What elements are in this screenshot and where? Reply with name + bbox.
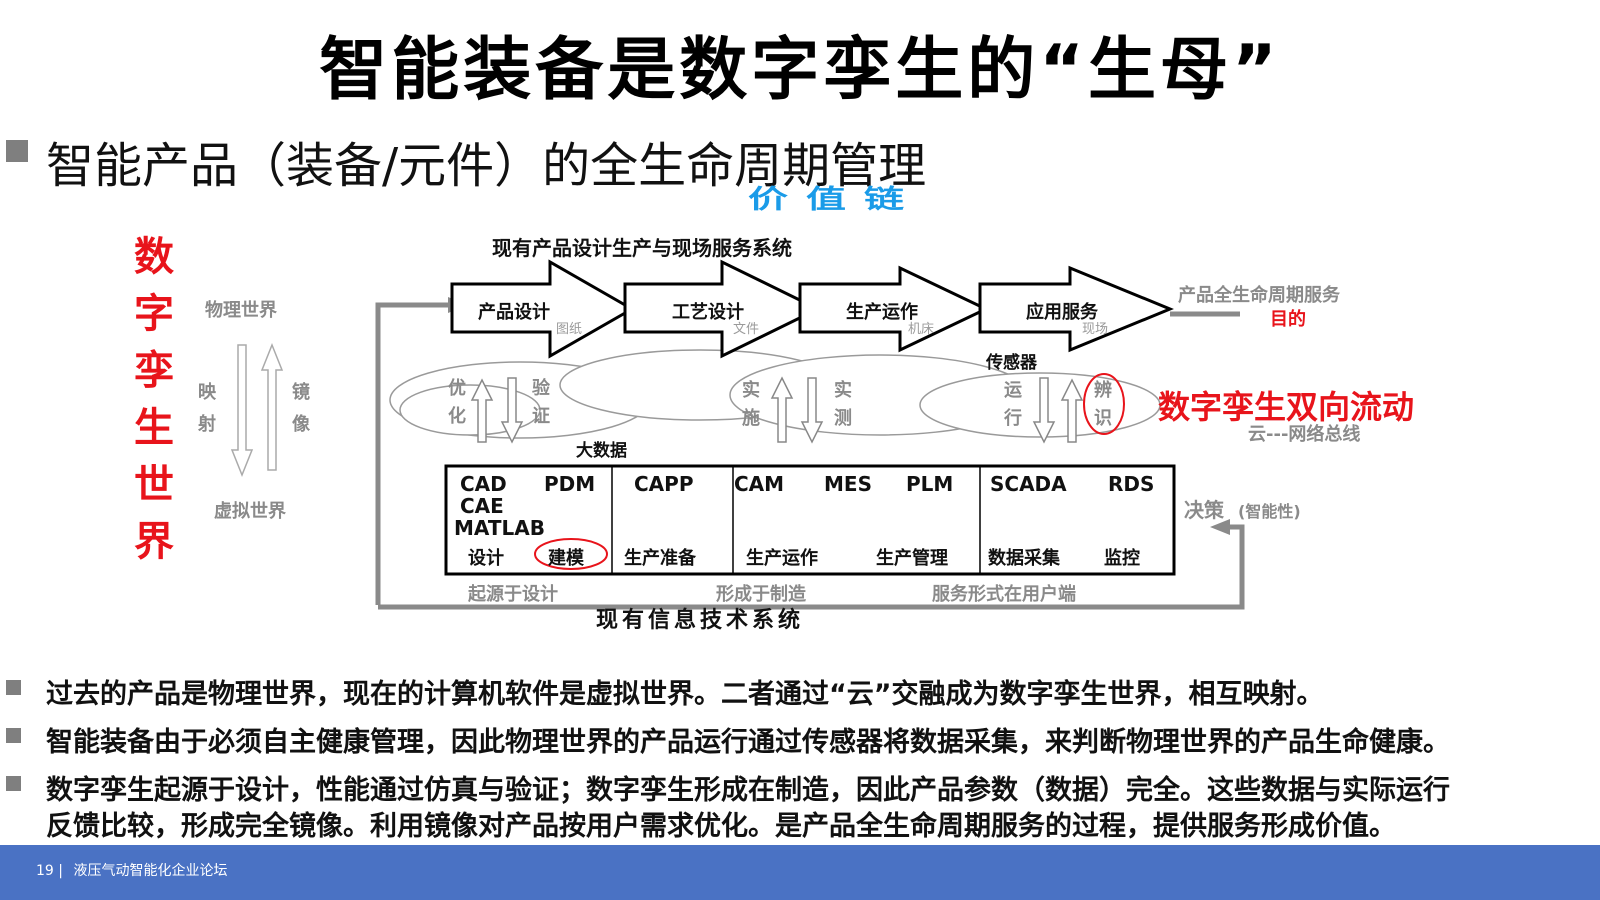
- table-cell: SCADA: [990, 472, 1067, 496]
- bullet-square-icon: [6, 728, 21, 743]
- operate-char: 运: [1004, 380, 1022, 401]
- slide-title: 智能装备是数字孪生的“生母”: [319, 31, 1281, 110]
- purpose-label: 目的: [1270, 309, 1306, 330]
- footer: 19 | 液压气动智能化企业论坛: [36, 860, 227, 880]
- stage-sub: 文件: [733, 322, 760, 337]
- modeling-highlight-circle: [534, 538, 608, 570]
- page-number: 19: [36, 863, 54, 879]
- stage-label: 产品设计: [478, 302, 550, 323]
- table-cell: CAD: [460, 472, 507, 496]
- verify-char: 证: [532, 406, 550, 427]
- decision-note: (智能性): [1238, 502, 1301, 521]
- optimize-char: 优: [448, 378, 466, 399]
- table-cell: MATLAB: [454, 516, 545, 540]
- map-char: 映: [198, 382, 216, 403]
- lifecycle-service-label: 产品全生命周期服务: [1178, 285, 1340, 306]
- identify-char: 识: [1094, 408, 1112, 429]
- table-cell: CAE: [460, 494, 504, 518]
- optimize-char: 化: [448, 406, 466, 427]
- identify-highlight-circle: [1083, 373, 1125, 435]
- table-cell: 生产运作: [746, 548, 818, 569]
- twin-world-char: 世: [134, 462, 174, 508]
- table-cell: PDM: [544, 472, 596, 496]
- footer-separator: |: [58, 863, 63, 879]
- service-user-label: 服务形式在用户端: [932, 584, 1076, 605]
- bullet-text-continued: 反馈比较，形成完全镜像。利用镜像对产品按用户需求优化。是产品全生命周期服务的过程…: [46, 811, 1396, 842]
- it-table-frame: [444, 464, 1176, 576]
- cloud-shape: [389, 349, 1161, 439]
- map-char: 射: [198, 414, 216, 435]
- table-cell: 建模: [548, 548, 584, 569]
- table-cell: 设计: [468, 548, 504, 569]
- table-cell: PLM: [906, 472, 954, 496]
- origin-design-label: 起源于设计: [468, 584, 558, 605]
- measure-char: 实: [834, 380, 852, 401]
- twin-world-char: 孪: [134, 348, 174, 394]
- identify-char: 辨: [1094, 380, 1112, 401]
- mirror-char: 镜: [292, 382, 310, 403]
- footer-text: 液压气动智能化企业论坛: [73, 863, 228, 879]
- twin-world-char: 字: [134, 291, 174, 337]
- cloud-bus-label: 云---网络总线: [1248, 424, 1361, 445]
- stage-sub: 图纸: [556, 322, 583, 337]
- stage-sub: 机床: [908, 322, 935, 337]
- twin-world-char: 生: [134, 405, 174, 451]
- bullet-square-icon: [6, 140, 28, 162]
- bottom-system-heading: 现有信息技术系统: [596, 608, 805, 633]
- physical-world-label: 物理世界: [205, 300, 277, 321]
- feedback-loop-bottom: [378, 524, 1245, 610]
- subtitle: 智能产品（装备/元件）的全生命周期管理: [46, 138, 927, 194]
- mirror-char: 像: [292, 414, 310, 435]
- stage-label: 工艺设计: [672, 302, 744, 323]
- big-data-label: 大数据: [576, 441, 627, 461]
- table-cell: MES: [824, 472, 872, 496]
- bullet-text: 过去的产品是物理世界，现在的计算机软件是虚拟世界。二者通过“云”交融成为数字孪生…: [46, 679, 1324, 710]
- implement-char: 实: [742, 380, 760, 401]
- stage-arrows: [450, 259, 1174, 359]
- bullet-text: 智能装备由于必须自主健康管理，因此物理世界的产品运行通过传感器将数据采集，来判断…: [46, 727, 1450, 758]
- stage-label: 应用服务: [1026, 302, 1098, 323]
- footer-bar: [0, 845, 1600, 900]
- bullet-square-icon: [6, 776, 21, 791]
- operate-char: 行: [1004, 408, 1022, 429]
- table-cell: RDS: [1108, 472, 1155, 496]
- table-cell: 数据采集: [988, 548, 1060, 569]
- virtual-world-label: 虚拟世界: [214, 501, 286, 522]
- twin-world-char: 界: [134, 519, 174, 565]
- top-system-heading: 现有产品设计生产与现场服务系统: [492, 236, 792, 260]
- stage-sub: 现场: [1082, 322, 1109, 337]
- bullet-square-icon: [6, 680, 21, 695]
- implement-char: 施: [742, 408, 760, 429]
- feedback-loop-left: [375, 302, 448, 605]
- measure-char: 测: [834, 408, 852, 429]
- value-chain-heading: 价值链: [748, 184, 922, 215]
- stage-label: 生产运作: [846, 302, 918, 323]
- bidirectional-flow-label: 数字孪生双向流动: [1158, 388, 1415, 426]
- table-cell: 生产准备: [624, 548, 696, 569]
- formed-manufacturing-label: 形成于制造: [716, 584, 806, 605]
- sensor-label: 传感器: [986, 353, 1037, 373]
- table-cell: CAM: [734, 472, 785, 496]
- bullet-text: 数字孪生起源于设计，性能通过仿真与验证；数字孪生形成在制造，因此产品参数（数据）…: [46, 775, 1450, 806]
- twin-world-char: 数: [134, 234, 174, 280]
- table-cell: CAPP: [634, 472, 694, 496]
- table-cell: 生产管理: [876, 548, 948, 569]
- table-cell: 监控: [1104, 548, 1140, 569]
- verify-char: 验: [532, 378, 550, 399]
- decision-label: 决策: [1184, 498, 1224, 522]
